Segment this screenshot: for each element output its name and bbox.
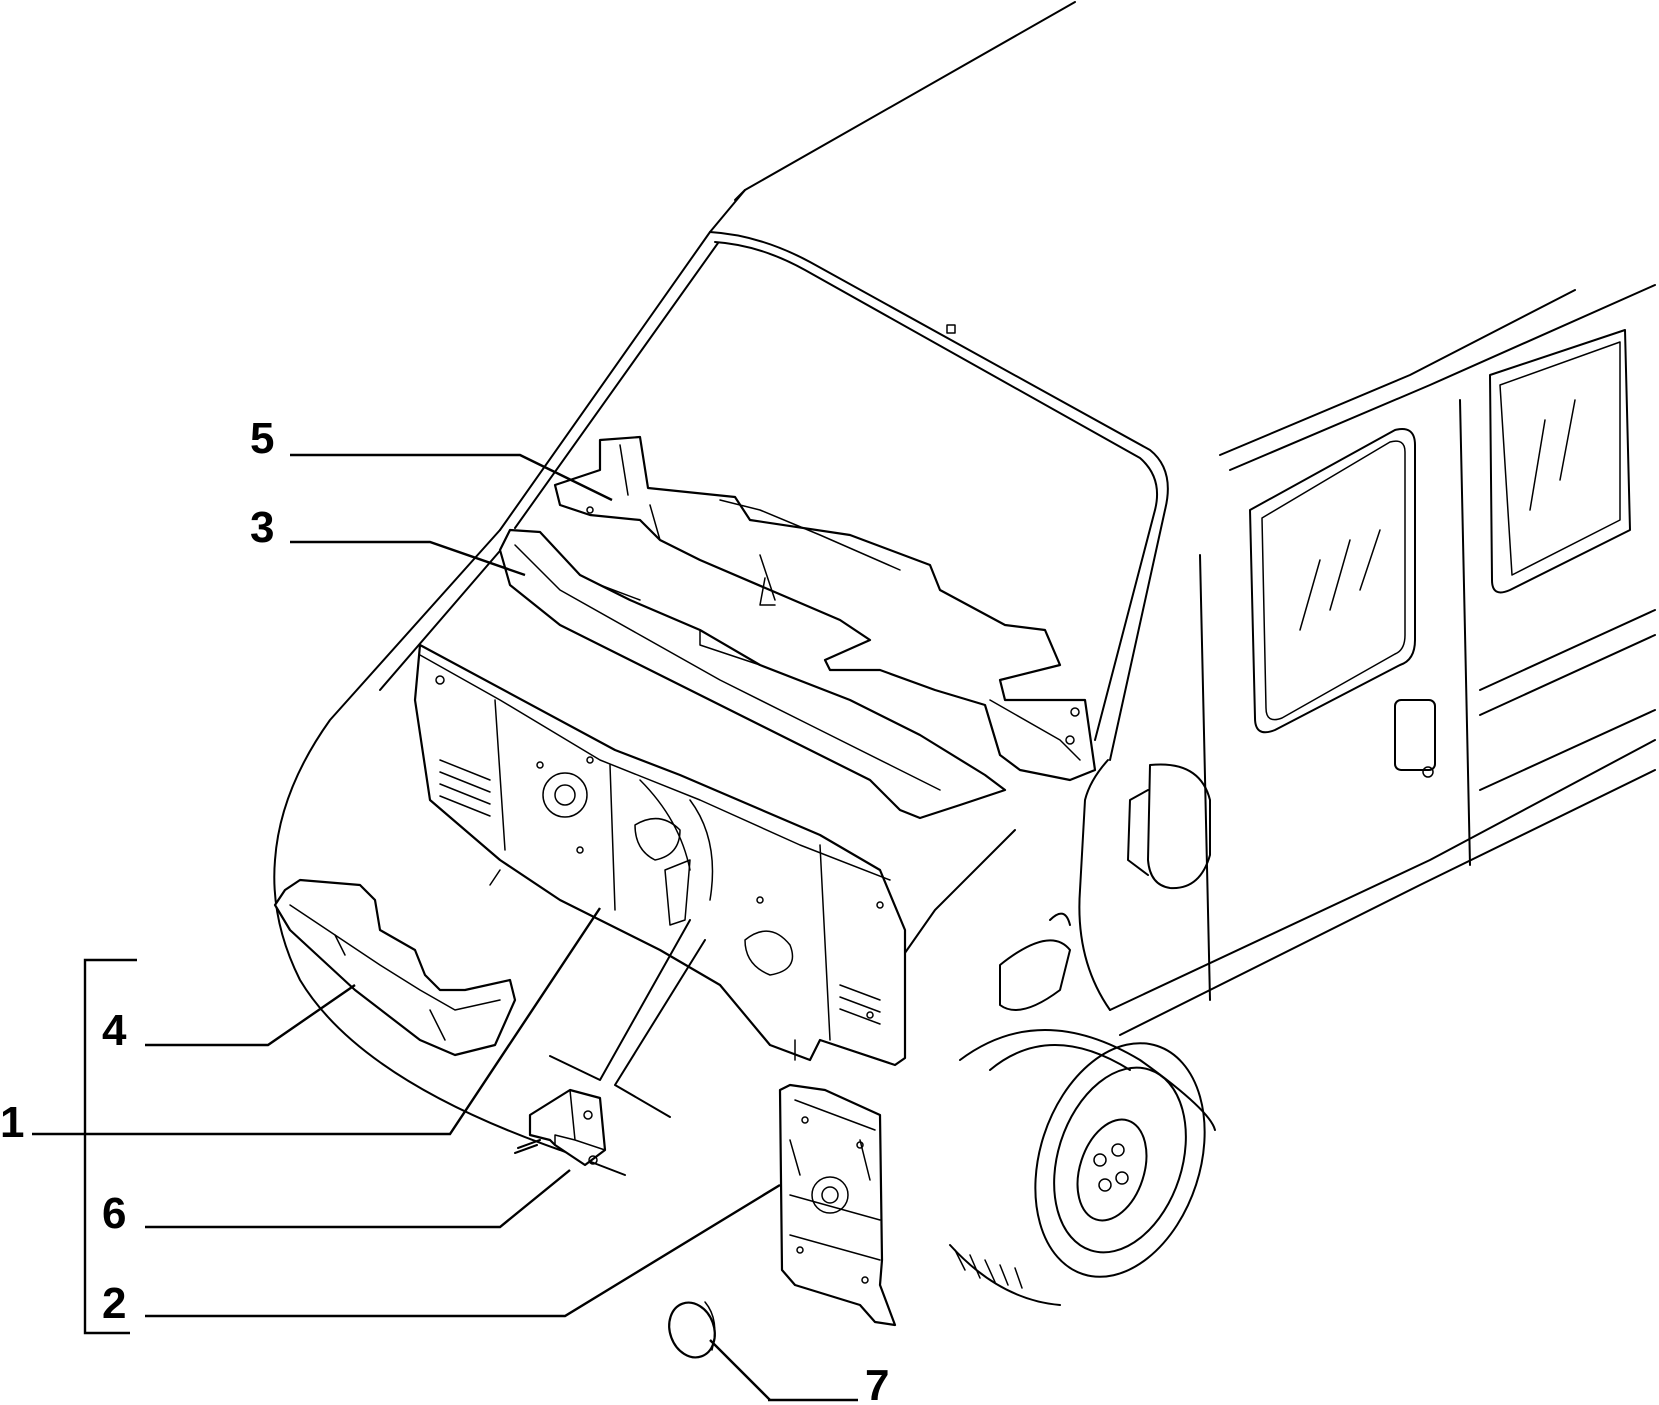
callout-7: 7 [865,1361,889,1405]
part-6-bracket [514,1088,607,1167]
part-3-front-crossbeam [498,528,1007,820]
callout-2: 2 [102,1279,126,1328]
part-5-upper-crossmember [553,435,1097,782]
callout-5: 5 [250,414,274,463]
callout-3: 3 [250,503,274,552]
part-2-lower-plate [778,1083,897,1327]
part-4-lower-shield [273,878,517,1057]
callout-6: 6 [102,1189,126,1238]
van-body-outline [273,1,1656,1306]
callout-labels: 5 3 4 1 6 2 7 [0,414,889,1405]
leader-lines [32,453,858,1402]
callout-1: 1 [0,1098,24,1147]
part-7-plug-cap [668,1301,716,1359]
callout-4: 4 [102,1006,127,1055]
orientation-lines [549,919,706,1118]
part-1-front-panel [413,643,907,1067]
